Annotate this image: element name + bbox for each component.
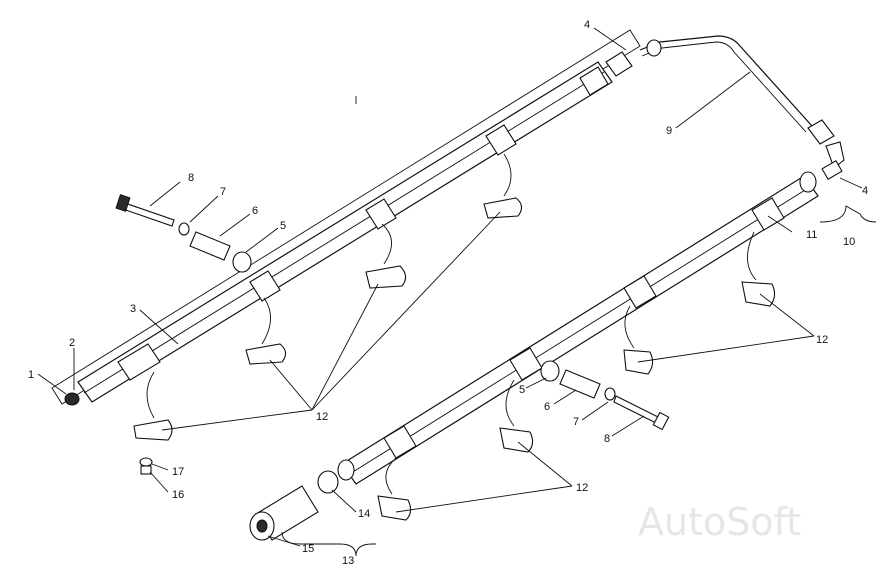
- leader-lines: [37, 27, 877, 557]
- label-4-lower: 4: [862, 185, 868, 197]
- label-4-upper: 4: [584, 19, 590, 31]
- connecting-pipe: [639, 35, 845, 180]
- label-16: 16: [172, 489, 184, 501]
- watermark: AutoSoft: [638, 500, 801, 544]
- label-5-lower: 5: [519, 384, 525, 396]
- washer-7b: [604, 387, 616, 401]
- label-3: 3: [130, 303, 136, 315]
- label-17: 17: [172, 466, 184, 478]
- label-6-lower: 6: [544, 401, 550, 413]
- bolt-8b: [613, 395, 661, 425]
- label-12-right: 12: [816, 334, 828, 346]
- part-labels: 1 2 3 4 4 5 5 6 6 7 7 8 8 9 10 11 12 12 …: [28, 19, 868, 567]
- label-10: 10: [843, 236, 855, 248]
- end-fitting-set: [249, 470, 339, 541]
- plug-2: [64, 392, 80, 406]
- label-11: 11: [806, 229, 817, 241]
- screw-set: [139, 457, 153, 475]
- label-8-lower: 8: [604, 433, 610, 445]
- label-2: 2: [69, 337, 75, 349]
- label-12-bottom: 12: [576, 482, 588, 494]
- washer-17: [139, 457, 153, 467]
- label-7-lower: 7: [573, 416, 579, 428]
- upper-rail-assembly: [51, 29, 641, 406]
- upper-assembly-frame: [51, 29, 641, 405]
- pipe-9: [639, 35, 813, 127]
- label-14: 14: [358, 508, 370, 520]
- bolt-8: [119, 201, 175, 227]
- label-13: 13: [342, 555, 354, 567]
- label-9: 9: [666, 125, 672, 137]
- label-1: 1: [28, 369, 34, 381]
- upper-fitting-nut: [605, 51, 633, 77]
- label-7-upper: 7: [220, 186, 226, 198]
- screw-16: [140, 465, 152, 475]
- seal-ring-5b: [540, 360, 560, 382]
- label-6-upper: 6: [252, 205, 258, 217]
- label-15: 15: [302, 543, 314, 555]
- label-5-upper: 5: [280, 220, 286, 232]
- label-8-upper: 8: [188, 172, 194, 184]
- bolt-set-lower: [540, 360, 670, 431]
- ring-14: [317, 470, 339, 494]
- clamps: [133, 153, 776, 521]
- seal-ring-5: [232, 251, 252, 273]
- banjo-bolt-6b: [559, 369, 601, 399]
- lower-rail-assembly: [337, 171, 819, 485]
- banjo-bolt-6: [189, 231, 231, 261]
- bolt-set-upper: [115, 194, 252, 273]
- washer-7: [178, 222, 190, 236]
- label-12-left: 12: [316, 411, 328, 423]
